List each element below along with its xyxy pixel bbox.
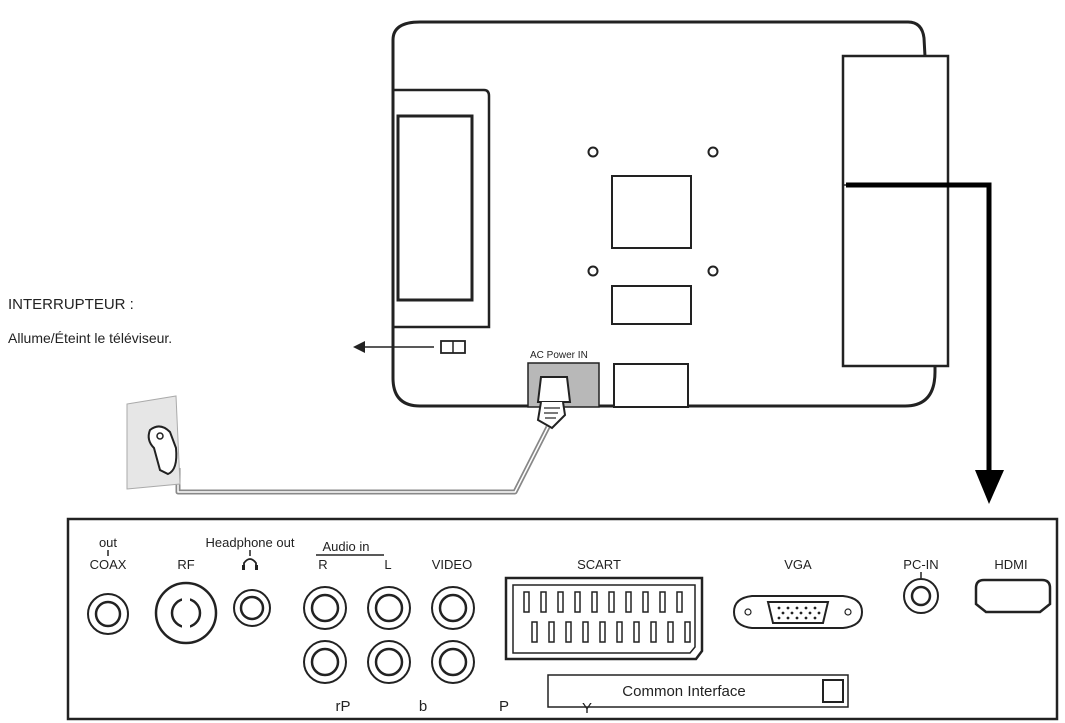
scart-connector: SCART	[504, 557, 704, 661]
ac-power-label: AC Power IN	[530, 350, 588, 361]
coax-connector: out COAX	[87, 535, 129, 635]
vga-pin	[799, 611, 803, 615]
vesa-hole-bottom-left	[587, 265, 599, 277]
scart-pin	[633, 621, 640, 643]
rca-jack-y	[431, 640, 475, 684]
rf-label: RF	[177, 557, 194, 572]
vga-pin	[813, 616, 817, 620]
audio-in-label: Audio in	[323, 539, 370, 554]
switch-callout-title: INTERRUPTEUR :	[8, 296, 134, 313]
vga-pin	[786, 616, 790, 620]
scart-pin	[548, 621, 555, 643]
vesa-hole-bottom-right	[707, 265, 719, 277]
vga-pin	[777, 616, 781, 620]
headphone-icon	[243, 558, 257, 569]
scart-pin	[574, 591, 581, 613]
y-label: Y	[582, 700, 592, 717]
hdmi-connector: HDMI	[974, 557, 1052, 614]
hdmi-label: HDMI	[994, 557, 1027, 572]
scart-pin	[582, 621, 589, 643]
headphone-connector: Headphone out	[206, 535, 295, 627]
audio-l-label: L	[384, 557, 391, 572]
switch-callout-description: Allume/Éteint le téléviseur.	[8, 330, 173, 346]
rca-jack-video	[431, 586, 475, 630]
scart-pin	[608, 591, 615, 613]
ac-power-inlet: AC Power IN	[527, 350, 600, 430]
audio-r-label: R	[318, 557, 327, 572]
scart-pin	[565, 621, 572, 643]
wall-socket	[126, 395, 181, 490]
scart-pin	[676, 591, 683, 613]
scart-pin	[591, 591, 598, 613]
vga-pin	[795, 606, 799, 610]
vga-pin	[804, 606, 808, 610]
scart-pin	[616, 621, 623, 643]
scart-pin	[684, 621, 691, 643]
vga-connector: VGA	[732, 557, 864, 629]
vesa-hole-top-right	[707, 146, 719, 158]
scart-pin	[599, 621, 606, 643]
rca-jack-audio-l	[367, 586, 411, 630]
vga-pin	[790, 611, 794, 615]
scart-pin	[540, 591, 547, 613]
coax-label: COAX	[90, 557, 127, 572]
scart-pin	[659, 591, 666, 613]
vga-pin	[795, 616, 799, 620]
power-cable	[175, 425, 551, 495]
scart-pin	[650, 621, 657, 643]
tv-back-housing	[391, 20, 950, 408]
scart-pin	[625, 591, 632, 613]
vga-pin	[813, 606, 817, 610]
pc-in-label: PC-IN	[903, 557, 938, 572]
power-switch	[440, 340, 466, 354]
scart-pin	[642, 591, 649, 613]
pc-in-connector: PC-IN	[903, 557, 939, 614]
rca-jack-audio-r	[303, 586, 347, 630]
scart-pin	[531, 621, 538, 643]
coax-out-label: out	[99, 535, 117, 550]
scart-label: SCART	[577, 557, 621, 572]
rca-jack-pb	[367, 640, 411, 684]
video-label: VIDEO	[432, 557, 472, 572]
vga-pin	[786, 606, 790, 610]
headphone-label: Headphone out	[206, 535, 295, 550]
vga-pin	[777, 606, 781, 610]
vga-label: VGA	[784, 557, 812, 572]
vesa-hole-top-left	[587, 146, 599, 158]
common-interface-slot: Common Interface Y	[547, 674, 849, 717]
rca-jack-pr	[303, 640, 347, 684]
scart-pin	[557, 591, 564, 613]
pr-label: rP	[336, 698, 351, 715]
panel-zoom-arrow	[846, 182, 992, 470]
scart-pin	[523, 591, 530, 613]
common-interface-label: Common Interface	[622, 683, 745, 700]
vga-pin	[781, 611, 785, 615]
scart-pin	[667, 621, 674, 643]
vga-pin	[817, 611, 821, 615]
p-label: P	[499, 698, 509, 715]
rf-connector: RF	[154, 557, 218, 645]
vga-pin	[808, 611, 812, 615]
pb-label: b	[419, 698, 427, 715]
vga-pin	[804, 616, 808, 620]
